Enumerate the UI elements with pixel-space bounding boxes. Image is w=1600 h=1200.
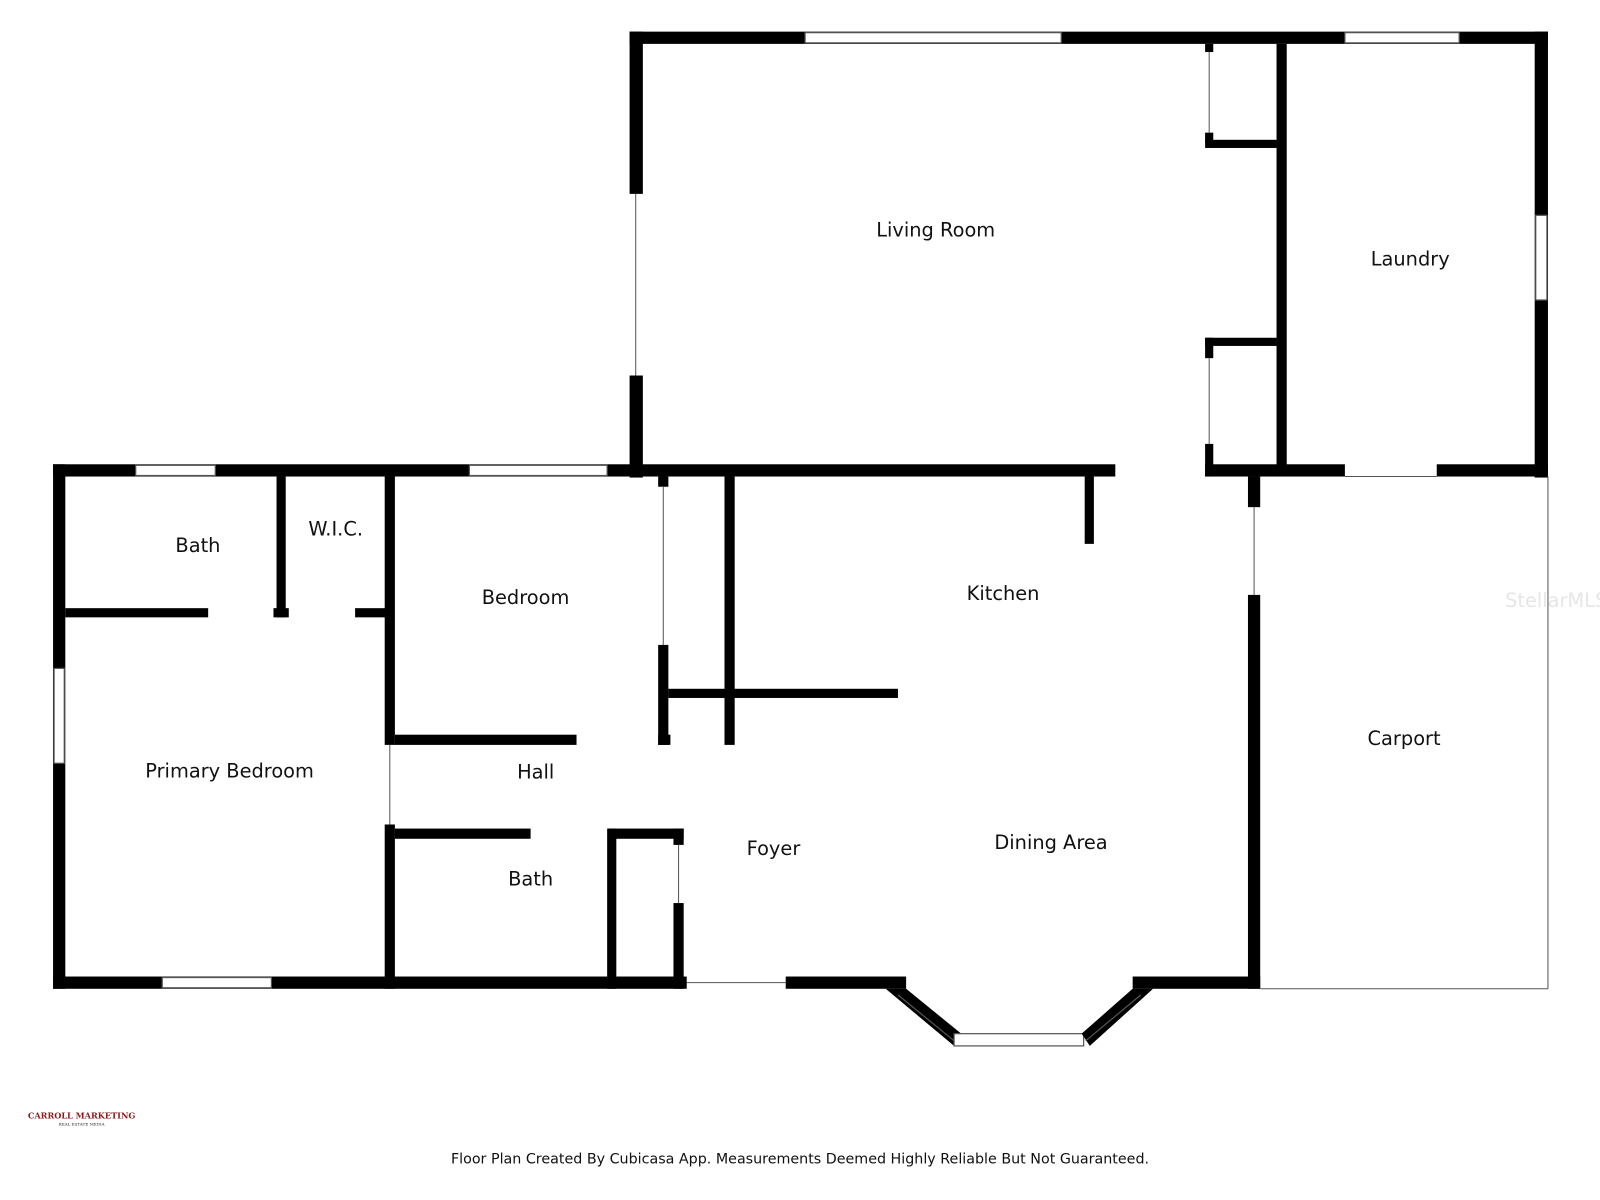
footer-disclaimer: Floor Plan Created By Cubicasa App. Meas… [451,1151,1149,1167]
room-label-laundry: Laundry [1371,247,1450,270]
room-labels: Living Room Laundry Bath W.I.C. Bedroom … [145,219,1449,891]
room-label-carport: Carport [1368,727,1441,750]
room-label-bath: Bath [175,534,220,557]
window [135,464,216,477]
window [1535,214,1548,301]
window [804,32,1062,44]
window [161,976,273,989]
watermark: StellarMLS [1505,589,1600,612]
logo: CARROLL MARKETING REAL ESTATE MEDIA [28,1110,136,1126]
room-label-bedroom: Bedroom [482,586,570,609]
walls [53,31,1549,1047]
room-label-foyer: Foyer [747,837,801,860]
logo-tagline: REAL ESTATE MEDIA [59,1122,105,1127]
window [53,667,65,764]
room-label-kitchen: Kitchen [967,582,1040,605]
window [1344,32,1460,44]
room-label-primary-bedroom: Primary Bedroom [145,760,314,783]
room-label-bath-2: Bath [508,868,553,891]
bay-window [953,1033,1085,1047]
room-label-living-room: Living Room [876,219,995,242]
room-label-hall: Hall [517,761,554,784]
room-label-dining-area: Dining Area [994,831,1107,854]
window [468,464,608,477]
room-label-wic: W.I.C. [308,518,363,541]
logo-name: CARROLL MARKETING [28,1110,136,1120]
